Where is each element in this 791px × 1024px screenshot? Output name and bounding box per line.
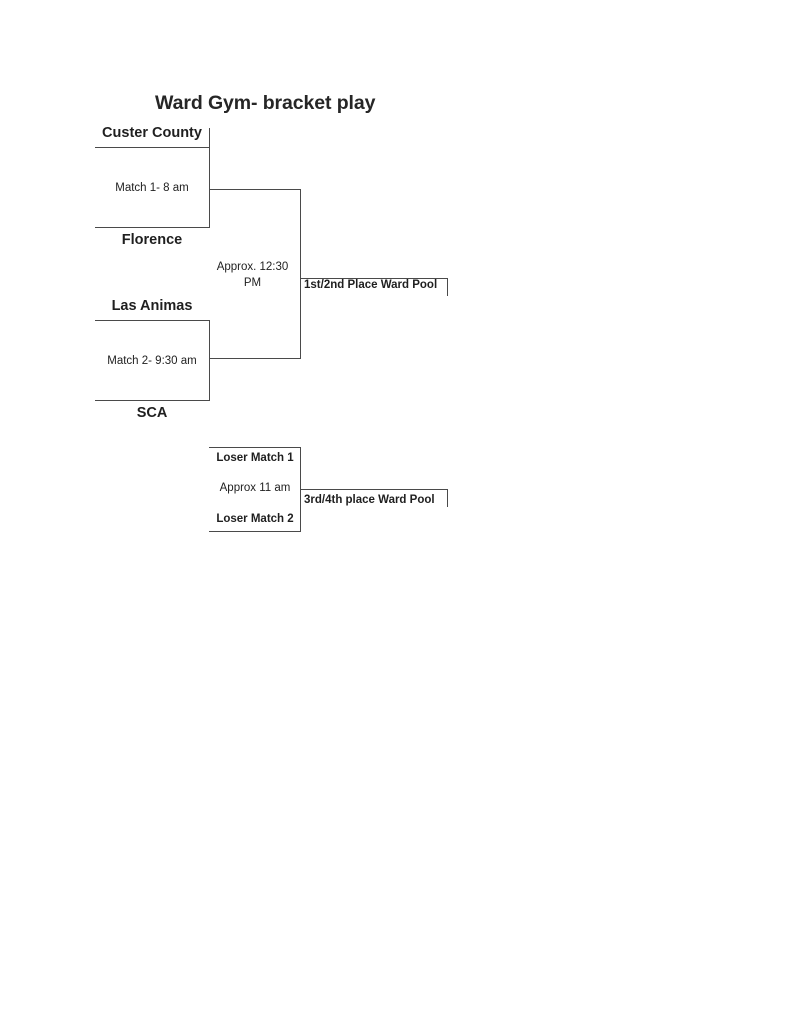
championship-feed-bottom [209,358,301,359]
first-second-place-rule [300,278,448,279]
first-second-place-label: 1st/2nd Place Ward Pool [304,279,438,291]
championship-connector [300,189,301,359]
third-fourth-place-rule [300,489,448,490]
team-sca: SCA [136,405,168,421]
consolation-top-rule [209,447,301,448]
championship-time-line2: PM [243,277,262,289]
consolation-time-label: Approx 11 am [219,482,291,494]
consolation-slot-loser-match-1: Loser Match 1 [216,452,294,464]
match2-label: Match 2- 9:30 am [107,355,197,367]
match1-bottom-rule [95,227,209,228]
first-second-place-end-tick [447,278,448,296]
page-title: Ward Gym- bracket play [155,92,376,114]
team-florence: Florence [121,232,183,248]
consolation-slot-loser-match-2: Loser Match 2 [216,513,294,525]
match2-bottom-rule [95,400,209,401]
championship-feed-top [209,189,301,190]
third-fourth-place-label: 3rd/4th place Ward Pool [304,494,435,506]
team-las-animas: Las Animas [111,298,193,314]
match2-connector [209,320,210,401]
consolation-bottom-rule [209,531,301,532]
match2-top-rule [95,320,209,321]
match1-top-rule [95,147,209,148]
third-fourth-place-end-tick [447,489,448,507]
championship-time-line1: Approx. 12:30 [216,261,289,273]
match1-connector [209,128,210,228]
team-custer-county: Custer County [102,125,202,141]
match1-label: Match 1- 8 am [115,182,189,194]
